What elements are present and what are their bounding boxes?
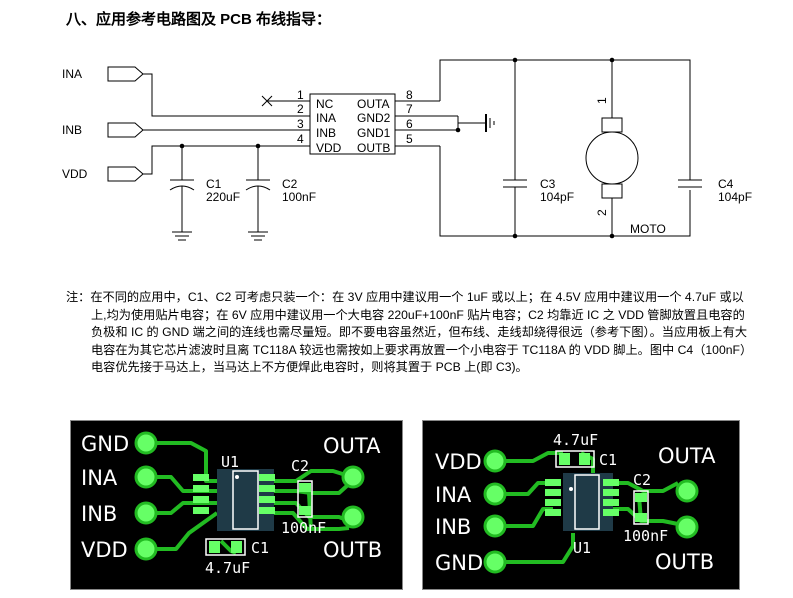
c3-value: 104pF [540, 190, 574, 204]
c4-value: 104pF [718, 190, 752, 204]
pin-label-vdd: VDD [316, 141, 342, 155]
pin-label-outb: OUTB [357, 141, 390, 155]
pin-label-nc: NC [316, 97, 334, 111]
motor-pin-2: 2 [595, 209, 609, 216]
c3-name: C3 [540, 177, 556, 191]
pcb2-outb-label: OUTB [655, 550, 714, 574]
pcb1-inb-label: INB [81, 502, 117, 526]
wire-vdd [143, 145, 310, 175]
motor-bottom-terminal [601, 183, 623, 199]
label-inb: INB [62, 123, 82, 137]
pcb2-ina-label: INA [435, 483, 472, 507]
pin-label-inb: INB [316, 126, 336, 140]
pin-label-ina: INA [316, 111, 336, 125]
motor-circle [585, 131, 639, 185]
pcb2-outa-label: OUTA [658, 444, 716, 468]
nc-cross [261, 95, 273, 107]
port-inb-symbol [107, 122, 144, 138]
motor-pin-1: 1 [595, 97, 609, 104]
port-vdd-symbol [107, 166, 144, 182]
pcb1-vdd-label: VDD [81, 538, 128, 562]
pcb1-gnd-label: GND [81, 432, 129, 456]
pcb1-c1-value: 4.7uF [205, 559, 250, 577]
wire-ina [143, 73, 310, 117]
pcb2-c2-label: C2 [633, 471, 651, 489]
c2-value: 100nF [282, 190, 316, 204]
section-heading: 八、应用参考电路图及 PCB 布线指导： [66, 11, 332, 28]
pin-label-gnd2: GND2 [357, 111, 391, 125]
pcb1-outb-label: OUTB [323, 538, 382, 562]
pcb2-inb-label: INB [435, 515, 471, 539]
pcb1-outa-label: OUTA [323, 434, 381, 458]
pin-num-2: 2 [297, 102, 304, 116]
pcb2-c2-value: 100nF [623, 527, 668, 545]
pcb2-u1-label: U1 [573, 539, 591, 557]
schematic-diagram: INA INB VDD 1 2 3 4 8 7 6 5 NC INA INB V… [62, 57, 752, 241]
c2-name: C2 [282, 177, 298, 191]
pcb1-c1-label: C1 [251, 539, 269, 557]
pcb-layout-2: VDD INA INB GND OUTA OUTB 4.7uF C1 C2 10… [421, 419, 741, 591]
c1-value: 220uF [206, 190, 240, 204]
pcb2-c1-value: 4.7uF [553, 431, 598, 449]
pin-num-5: 5 [406, 132, 413, 146]
note-paragraph: 注：在不同的应用中，C1、C2 可考虑只装一个：在 3V 应用中建议用一个 1u… [66, 289, 756, 377]
pcb2-gnd-label: GND [435, 551, 483, 575]
pin-num-8: 8 [406, 88, 413, 102]
motor-top-terminal [601, 117, 623, 133]
note-text: 在不同的应用中，C1、C2 可考虑只装一个：在 3V 应用中建议用一个 1uF … [90, 290, 753, 375]
pin-num-6: 6 [406, 117, 413, 131]
ic-body [309, 93, 396, 155]
pin-num-7: 7 [406, 102, 413, 116]
motor-label: MOTO [630, 222, 666, 236]
pin-num-1: 1 [297, 88, 304, 102]
wire-outb [439, 146, 691, 237]
port-ina-symbol [107, 66, 144, 82]
pin-label-gnd1: GND1 [357, 126, 391, 140]
pcb2-c1-label: C1 [599, 451, 617, 469]
pin-label-outa: OUTA [357, 97, 389, 111]
pcb-layout-1: GND INA INB VDD OUTA OUTB U1 C2 100nF C1… [69, 419, 404, 591]
pcb1-ina-label: INA [81, 466, 118, 490]
pcb2-vdd-label: VDD [435, 450, 482, 474]
label-ina: INA [62, 67, 82, 81]
wire-outa [439, 59, 691, 180]
pcb1-u1-label: U1 [221, 453, 239, 471]
pin-num-4: 4 [297, 132, 304, 146]
note-prefix: 注： [66, 290, 91, 304]
c4-name: C4 [718, 177, 734, 191]
pcb1-c2-value: 100nF [281, 519, 326, 537]
c1-name: C1 [206, 177, 222, 191]
label-vdd: VDD [62, 167, 88, 181]
pcb1-c2-label: C2 [291, 457, 309, 475]
pin-num-3: 3 [297, 117, 304, 131]
